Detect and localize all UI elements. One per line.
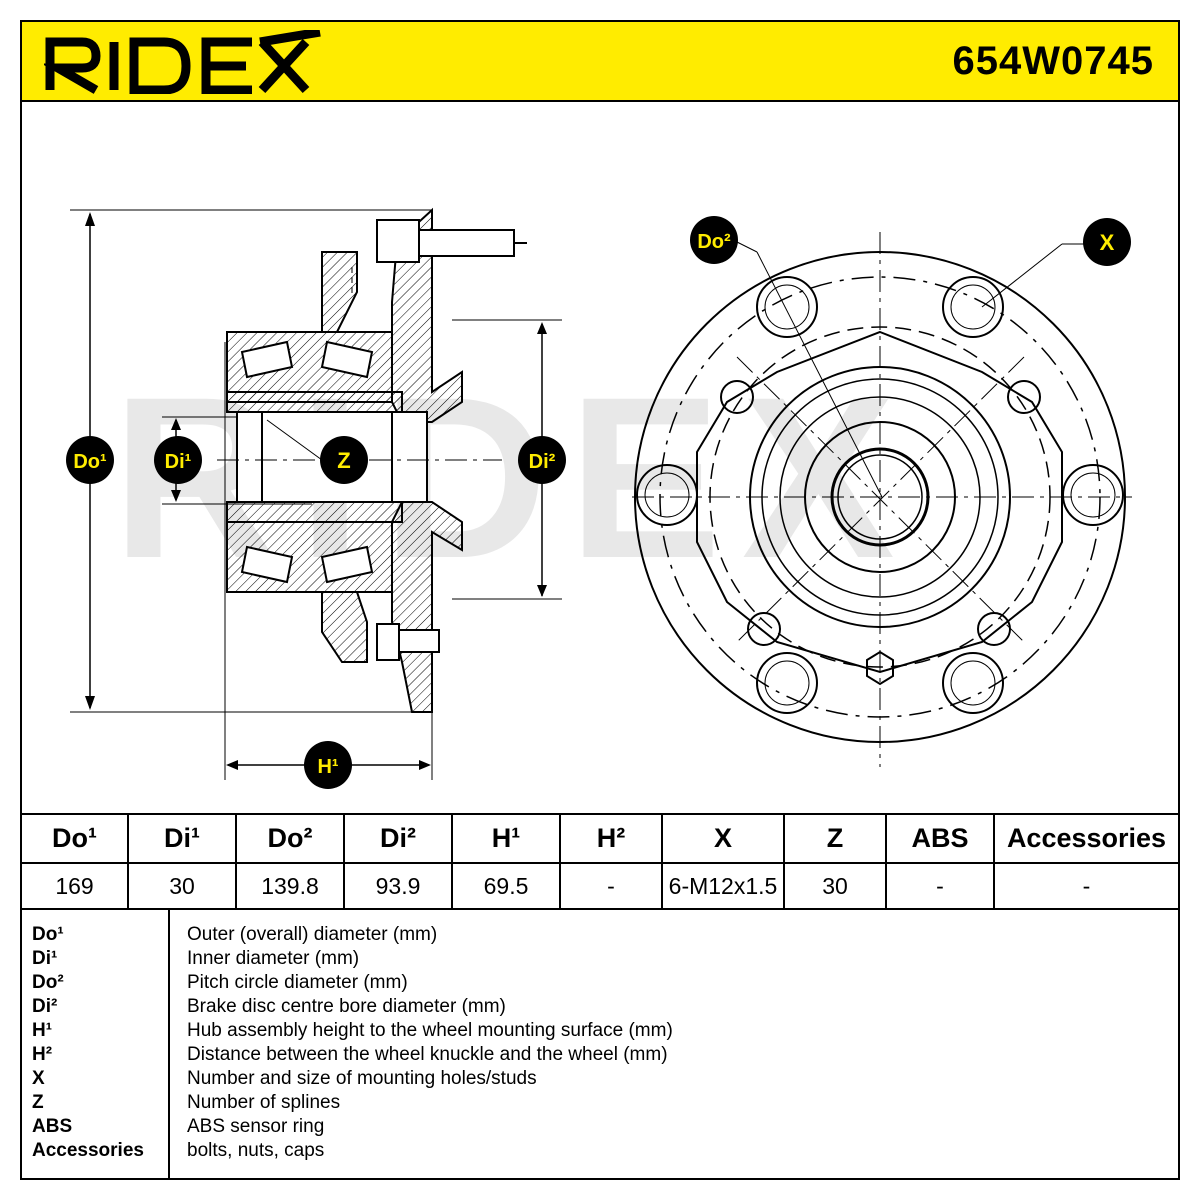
hub-front-view <box>632 232 1132 767</box>
technical-drawing: RIDEX <box>66 207 1132 789</box>
legend-desc: bolts, nuts, caps <box>187 1140 325 1161</box>
label-do2: Do² <box>690 216 738 264</box>
legend-key: X <box>32 1068 45 1089</box>
legend-key: Do¹ <box>32 924 64 945</box>
svg-text:Di¹: Di¹ <box>165 451 192 473</box>
legend-key: Accessories <box>32 1140 144 1161</box>
value-z: 30 <box>783 862 887 910</box>
value-do2: 139.8 <box>235 862 345 910</box>
value-di2: 93.9 <box>343 862 453 910</box>
label-x: X <box>1083 218 1131 266</box>
legend-desc: Outer (overall) diameter (mm) <box>187 924 438 945</box>
header-bar: 654W0745 <box>22 22 1178 102</box>
legend-desc: Distance between the wheel knuckle and t… <box>187 1044 668 1065</box>
header-do1: Do¹ <box>22 813 129 864</box>
legend-desc: ABS sensor ring <box>187 1116 325 1137</box>
value-do1: 169 <box>22 862 129 910</box>
spec-table: Do¹ Di¹ Do² Di² H¹ H² X Z ABS Accessorie… <box>22 813 1178 910</box>
legend-key: ABS <box>32 1116 73 1137</box>
part-number: 654W0745 <box>952 39 1154 83</box>
legend-divider <box>168 909 170 1178</box>
svg-text:Di²: Di² <box>529 451 556 473</box>
header-do2: Do² <box>235 813 345 864</box>
svg-text:Do²: Do² <box>697 231 731 253</box>
header-di1: Di¹ <box>127 813 237 864</box>
ridex-logo <box>44 30 321 94</box>
header-h2: H² <box>559 813 663 864</box>
legend-key: Di¹ <box>32 948 58 969</box>
legend-key: H² <box>32 1044 53 1065</box>
svg-text:X: X <box>1100 230 1115 255</box>
header-z: Z <box>783 813 887 864</box>
value-x: 6-M12x1.5 <box>661 862 785 910</box>
value-accessories: - <box>993 862 1178 910</box>
header-abs: ABS <box>885 813 995 864</box>
legend-key: Z <box>32 1092 44 1113</box>
legend-desc: Brake disc centre bore diameter (mm) <box>187 996 506 1017</box>
label-di1: Di¹ <box>154 436 202 484</box>
header-accessories: Accessories <box>993 813 1178 864</box>
legend-desc: Hub assembly height to the wheel mountin… <box>187 1020 673 1041</box>
value-abs: - <box>885 862 995 910</box>
label-h1: H¹ <box>304 741 352 789</box>
legend-key: Do² <box>32 972 64 993</box>
legend-desc: Number of splines <box>187 1092 341 1113</box>
legend-key: H¹ <box>32 1020 53 1041</box>
legend-desc: Pitch circle diameter (mm) <box>187 972 408 993</box>
svg-text:H¹: H¹ <box>317 756 338 778</box>
value-h1: 69.5 <box>451 862 561 910</box>
legend-desc: Inner diameter (mm) <box>187 948 360 969</box>
label-z: Z <box>320 436 368 484</box>
hub-cross-section <box>70 207 562 780</box>
label-do1: Do¹ <box>66 436 114 484</box>
svg-text:Z: Z <box>337 448 350 473</box>
value-h2: - <box>559 862 663 910</box>
header-h1: H¹ <box>451 813 561 864</box>
datasheet-frame: 654W0745 RIDEX <box>20 20 1180 1180</box>
legend: Do¹ Outer (overall) diameter (mm) Di¹ In… <box>22 909 1178 1178</box>
svg-text:Do¹: Do¹ <box>73 451 107 473</box>
legend-key: Di² <box>32 996 58 1017</box>
legend-desc: Number and size of mounting holes/studs <box>187 1068 537 1089</box>
spec-value-row: 169 30 139.8 93.9 69.5 - 6-M12x1.5 30 - … <box>22 862 1178 910</box>
value-di1: 30 <box>127 862 237 910</box>
label-di2: Di² <box>518 436 566 484</box>
spec-header-row: Do¹ Di¹ Do² Di² H¹ H² X Z ABS Accessorie… <box>22 813 1178 864</box>
header-x: X <box>661 813 785 864</box>
header-di2: Di² <box>343 813 453 864</box>
